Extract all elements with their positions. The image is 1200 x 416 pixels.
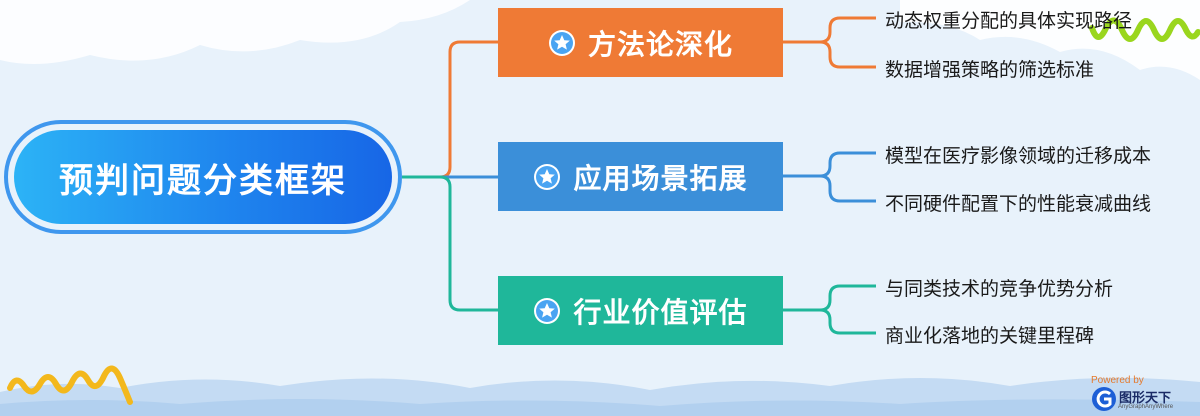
branch-label: 应用场景拓展 xyxy=(573,161,748,195)
branch-to-leaf-connector xyxy=(783,174,876,203)
connector-lines xyxy=(402,16,876,335)
branch-node-application[interactable]: 应用场景拓展 xyxy=(498,142,783,211)
leaf-node[interactable]: 模型在医疗影像领域的迁移成本 xyxy=(885,145,1152,167)
branch-to-leaf-connector xyxy=(783,284,876,312)
branch-label: 方法论深化 xyxy=(587,27,733,61)
root-to-branch-connector xyxy=(402,40,498,179)
branch-node-methodology[interactable]: 方法论深化 xyxy=(498,8,783,77)
branch-to-leaf-connector xyxy=(783,40,876,69)
branch-label: 行业价值评估 xyxy=(573,295,748,329)
root-node[interactable]: 预判问题分类框架 xyxy=(4,120,402,234)
root-node-label: 预判问题分类框架 xyxy=(59,160,347,201)
green-squiggle-decoration xyxy=(1089,17,1200,42)
branch-to-leaf-connector xyxy=(783,16,876,44)
brand-name: 图形天下 xyxy=(1119,391,1172,406)
star-icon xyxy=(534,163,561,190)
leaf-node[interactable]: 不同硬件配置下的性能衰减曲线 xyxy=(885,193,1152,215)
leaf-node[interactable]: 商业化落地的关键里程碑 xyxy=(885,325,1095,347)
powered-by-label: Powered by xyxy=(1091,375,1144,386)
branch-to-leaf-connector xyxy=(783,151,876,178)
leaf-node[interactable]: 数据增强策略的筛选标准 xyxy=(885,59,1095,81)
leaf-node[interactable]: 与同类技术的竞争优势分析 xyxy=(885,278,1114,300)
leaf-node[interactable]: 动态权重分配的具体实现路径 xyxy=(885,10,1133,32)
branch-to-leaf-connector xyxy=(783,308,876,335)
star-icon xyxy=(548,29,575,56)
branch-node-value[interactable]: 行业价值评估 xyxy=(498,276,783,345)
yellow-squiggle-decoration xyxy=(7,365,133,405)
root-to-branch-connector xyxy=(402,175,498,312)
brand-tagline: AnyGraphAnyWhere xyxy=(1118,404,1174,410)
star-icon xyxy=(534,297,561,324)
root-node-fill: 预判问题分类框架 xyxy=(14,130,392,224)
watermark-logo-icon xyxy=(1092,387,1116,411)
